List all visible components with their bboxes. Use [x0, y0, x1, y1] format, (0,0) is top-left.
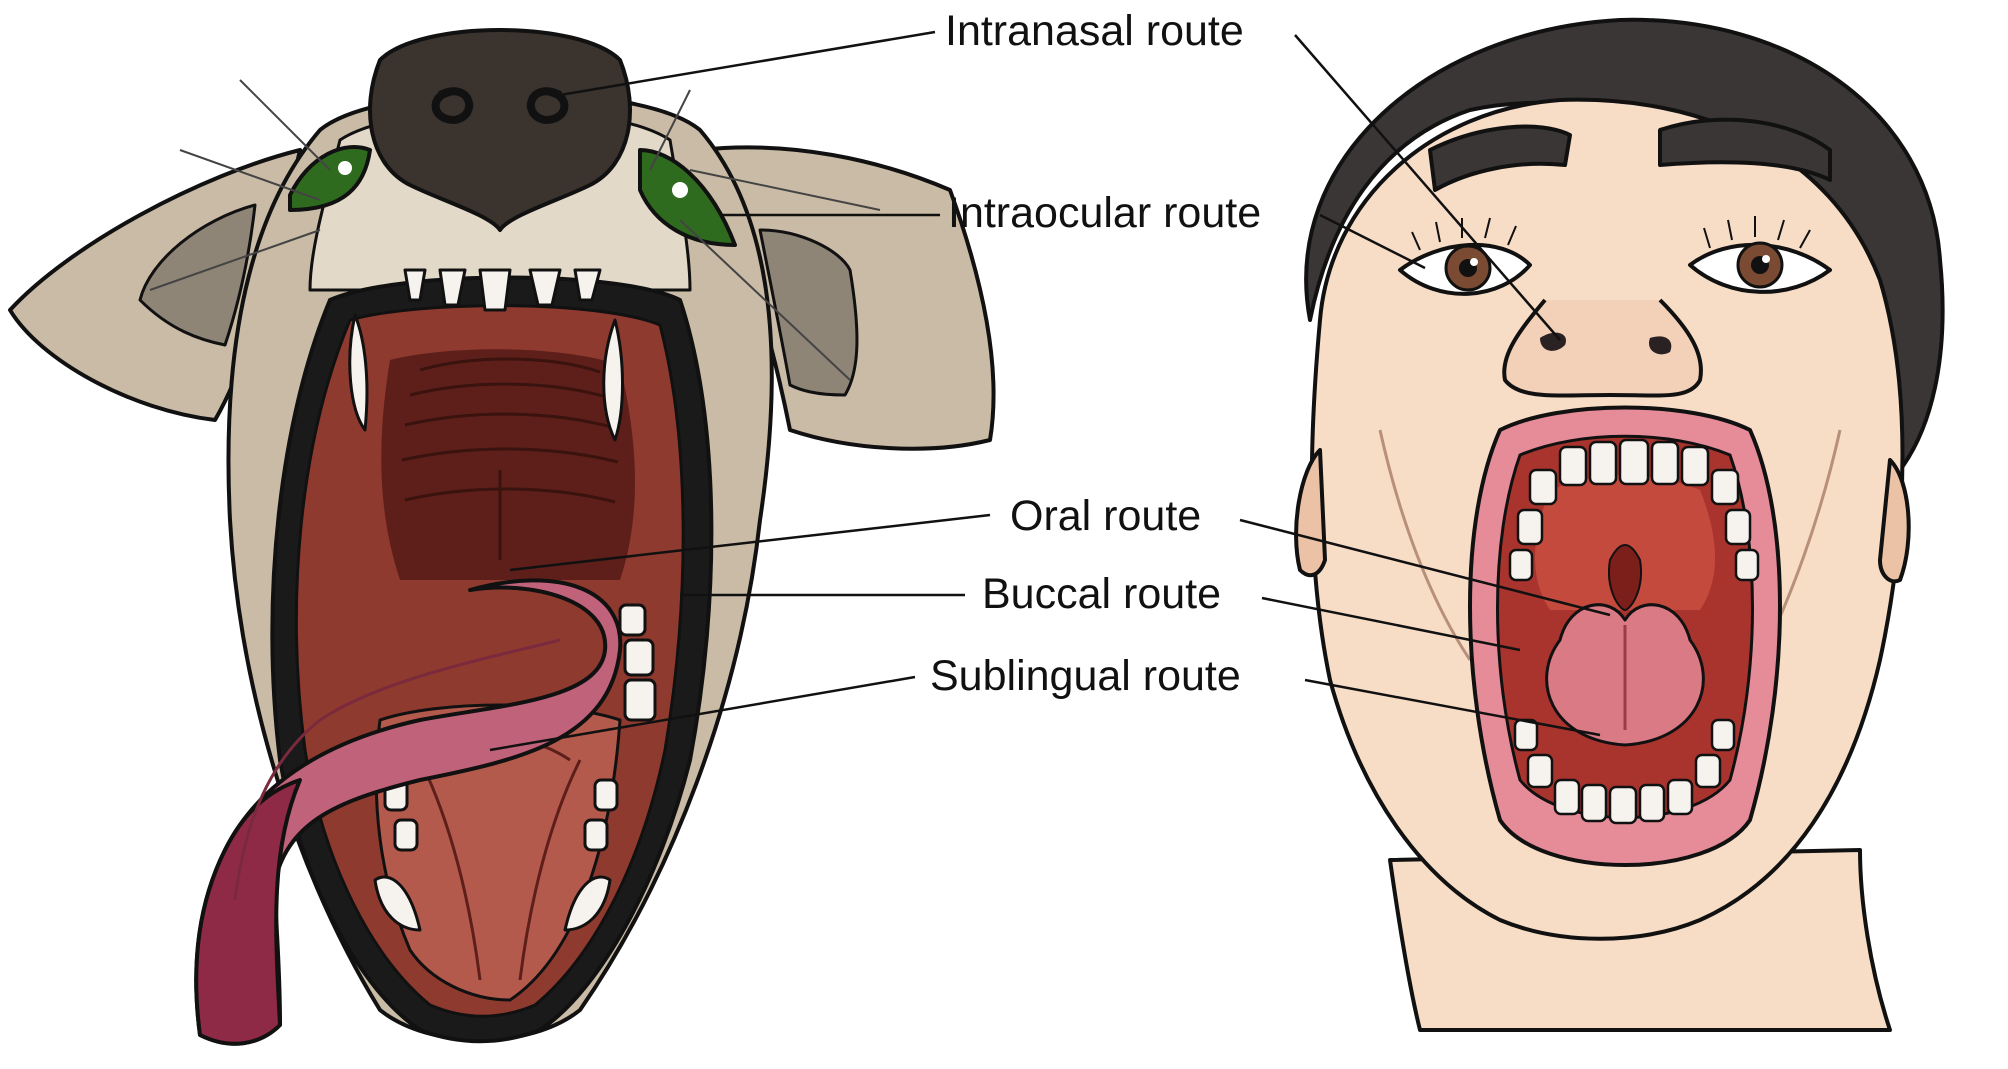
- label-intranasal-route: Intranasal route: [945, 7, 1244, 55]
- leader-oral-dog: [509, 513, 991, 572]
- dog-right-ear-inner: [758, 228, 859, 397]
- leader-sublingual-human: [1304, 678, 1601, 737]
- leader-intranasal-dog: [559, 30, 936, 97]
- human-right-nostril: [1649, 336, 1672, 355]
- label-sublingual-route: Sublingual route: [930, 652, 1241, 700]
- leader-sublingual-dog: [489, 675, 916, 752]
- leader-intranasal-human: [1294, 34, 1561, 341]
- human-left-eyebrow: [1428, 124, 1572, 192]
- human-right-ear: [1878, 458, 1911, 584]
- human-nose: [1502, 298, 1703, 398]
- dog-nose: [368, 28, 632, 232]
- dog-head-illustration: [8, 28, 996, 1046]
- dog-tongue-tip: [194, 778, 302, 1046]
- leader-lines: [489, 30, 1611, 752]
- human-left-ear: [1294, 448, 1327, 578]
- human-right-eyebrow: [1658, 117, 1832, 182]
- dog-right-fang: [602, 318, 624, 442]
- label-oral-route: Oral route: [1010, 492, 1201, 540]
- human-left-nostril: [1540, 332, 1566, 351]
- human-head-illustration: [1294, 17, 1945, 1032]
- leader-buccal-human: [1261, 596, 1521, 652]
- dog-left-ear-inner: [138, 203, 257, 347]
- dog-left-eye: [288, 145, 372, 212]
- dog-left-fang: [348, 313, 369, 432]
- label-buccal-route: Buccal route: [982, 570, 1221, 618]
- label-intraocular-route: Intraocular route: [948, 189, 1261, 237]
- leader-oral-human: [1239, 518, 1611, 617]
- dog-right-eye: [638, 148, 737, 247]
- leader-intraocular-human: [1319, 213, 1426, 270]
